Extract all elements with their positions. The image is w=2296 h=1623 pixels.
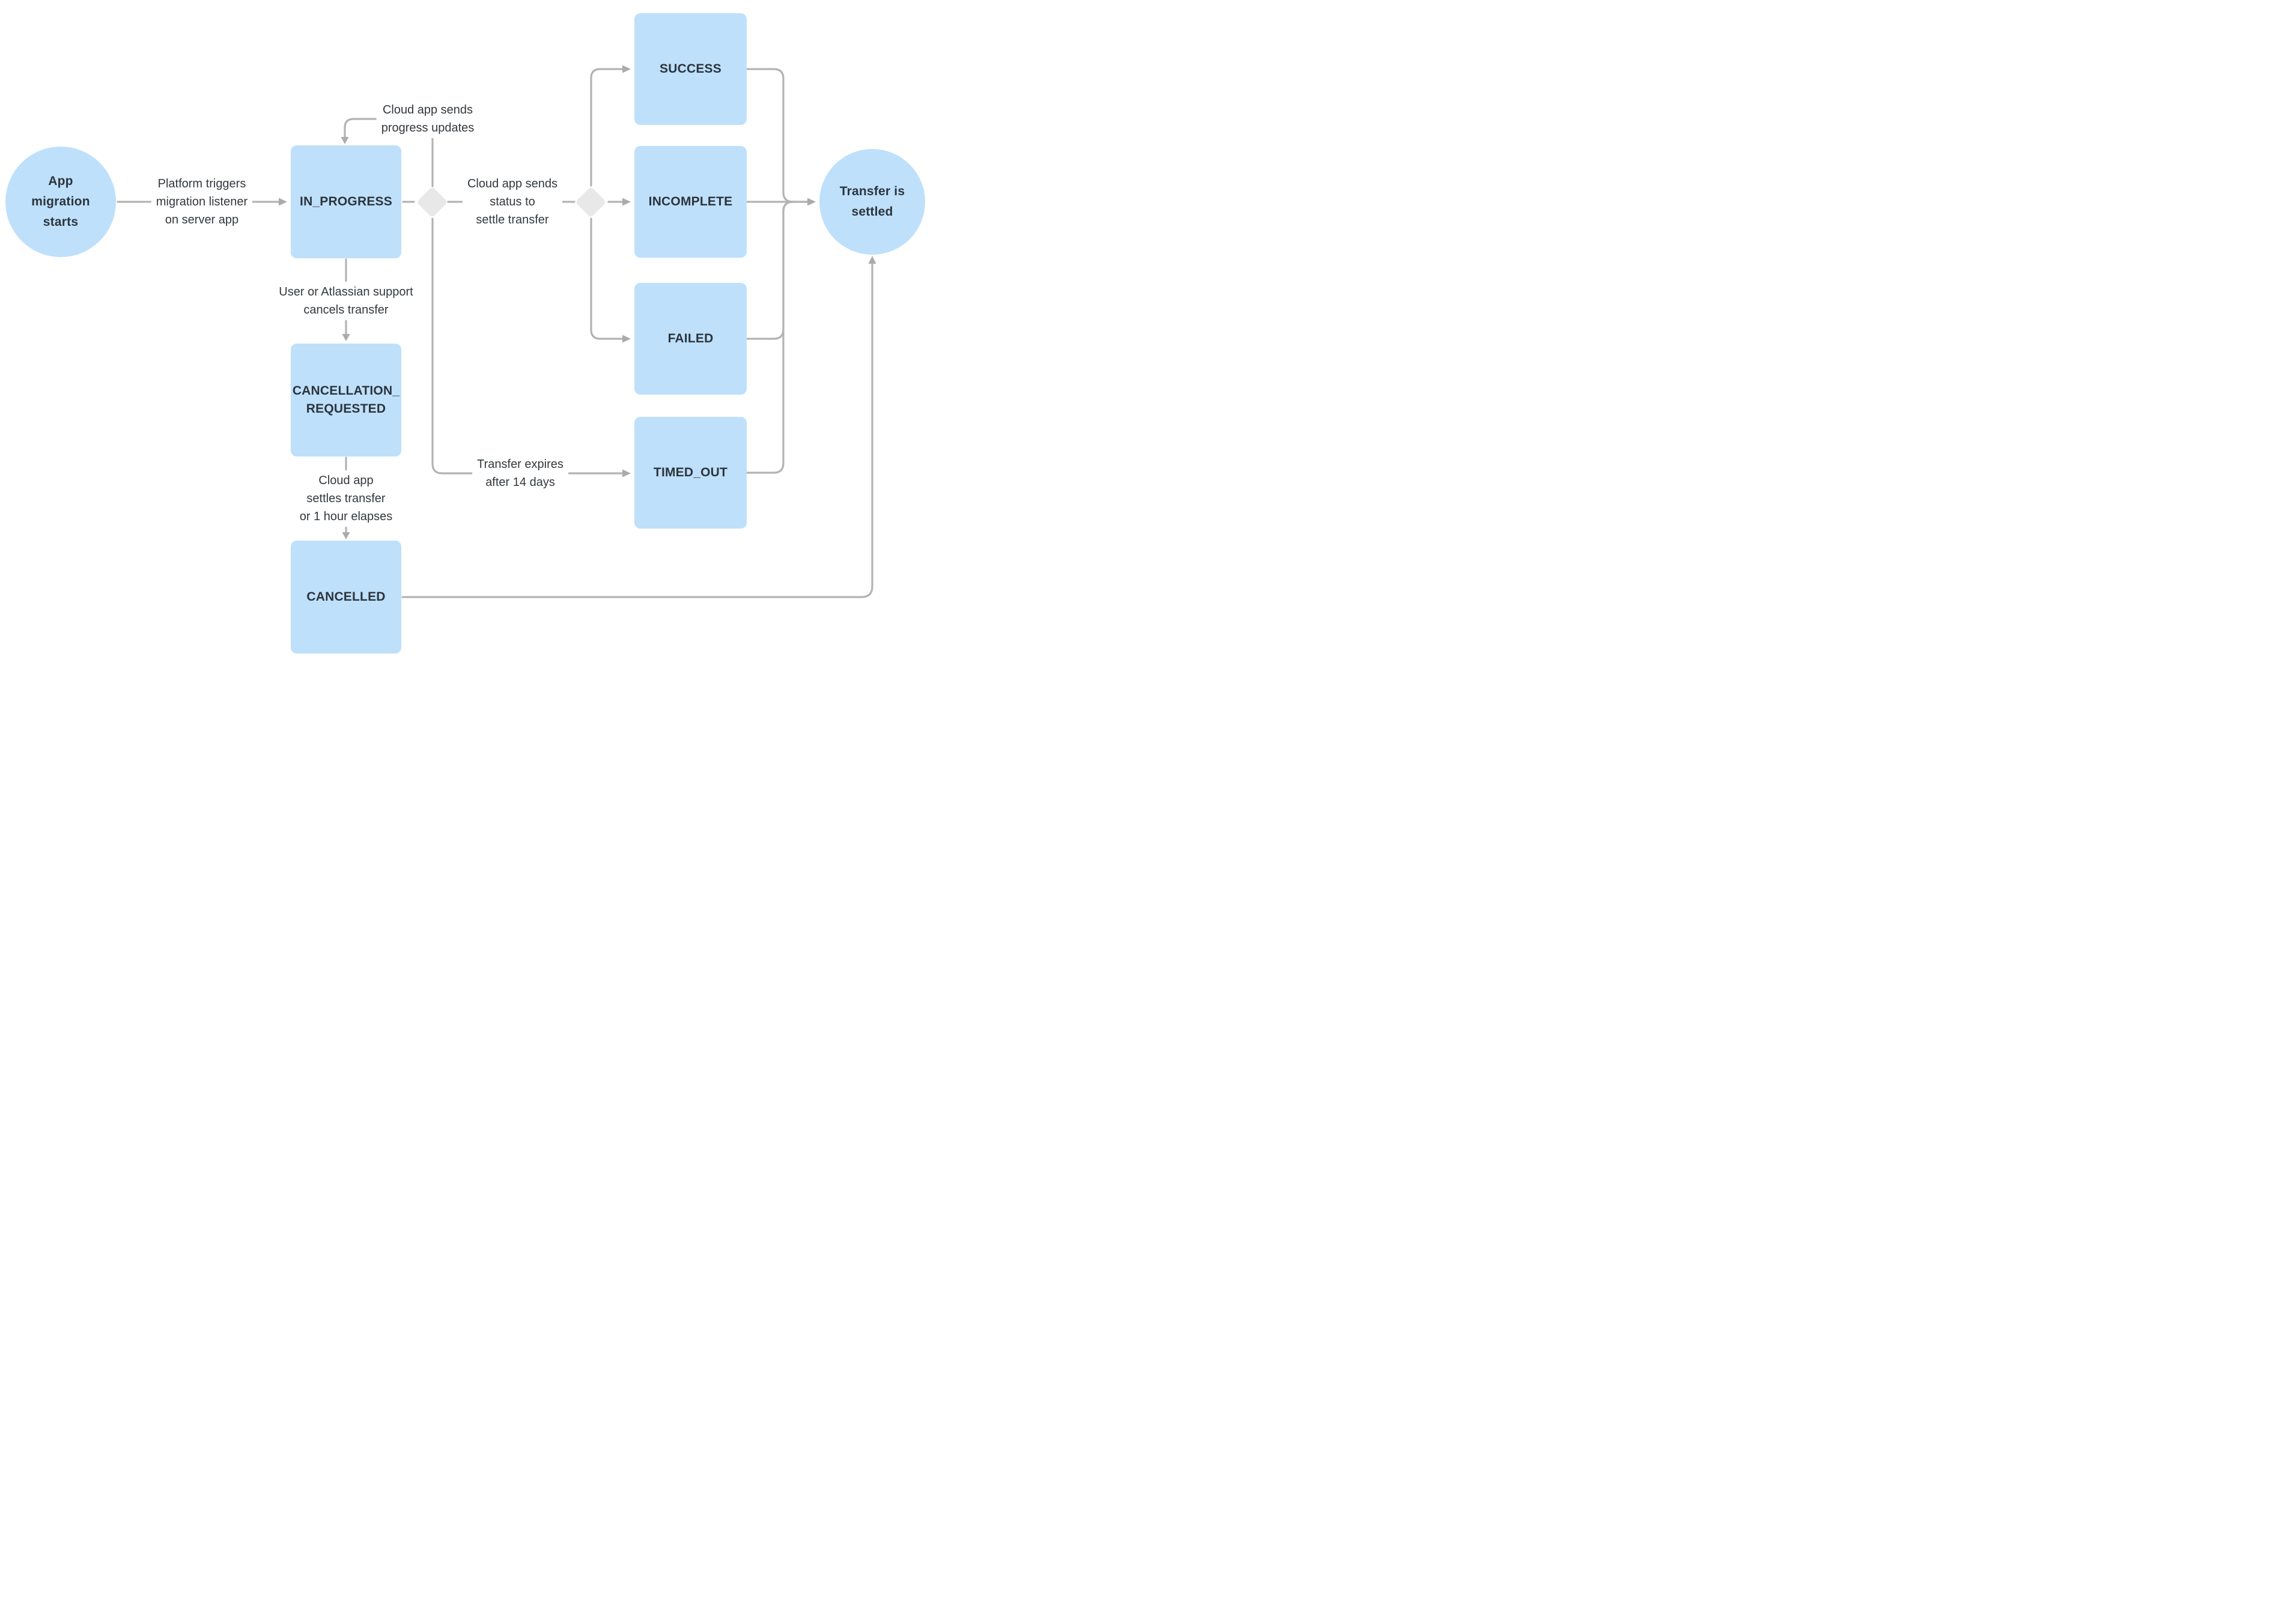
node-label-line: INCOMPLETE (648, 195, 733, 208)
edge-label-line: Cloud app sends (382, 103, 473, 117)
edge-label-line: or 1 hour elapses (299, 510, 393, 523)
edge-success-to-settled (746, 68, 809, 203)
edge-label-line: cancels transfer (303, 303, 389, 317)
node-label-line: settled (851, 205, 893, 219)
edge-decision-2-to-success (590, 68, 624, 187)
node-label-line: IN_PROGRESS (300, 195, 392, 208)
arrowhead-into-in-progress (279, 198, 287, 206)
state-incomplete: INCOMPLETE (634, 146, 747, 258)
edge-label-platform-triggers: Platform triggers migration listener on … (151, 174, 253, 230)
edge-label-progress-updates: Cloud app sends progress updates (376, 100, 479, 138)
edge-label-cancels-transfer: User or Atlassian support cancels transf… (274, 282, 418, 320)
edge-label-transfer-expires: Transfer expires after 14 days (472, 454, 568, 493)
node-label-line: REQUESTED (306, 402, 386, 416)
node-label-line: SUCCESS (660, 62, 721, 76)
edge-label-line: Cloud app (318, 474, 374, 487)
node-label-line: CANCELLED (306, 590, 386, 604)
edge-label-line: settles transfer (306, 492, 386, 505)
edge-label-line: Transfer expires (477, 458, 563, 471)
edge-decision-1-to-timed-out (431, 217, 624, 475)
arrowhead-into-incomplete (622, 198, 631, 206)
edge-label-line: after 14 days (485, 476, 555, 489)
edge-label-line: progress updates (381, 121, 475, 135)
state-success: SUCCESS (634, 13, 747, 125)
edge-label-line: Platform triggers (157, 177, 246, 190)
edge-timed-out-to-settled (746, 201, 794, 474)
node-label-line: FAILED (667, 332, 714, 345)
arrowhead-into-cancelled (342, 532, 350, 539)
node-label-line: App (48, 174, 73, 188)
node-label-line: starts (43, 215, 79, 229)
connector-lines (117, 65, 876, 598)
edge-failed-to-settled (746, 201, 794, 340)
arrowhead-into-timed-out (622, 469, 631, 478)
node-label-line: CANCELLATION_ (292, 384, 400, 398)
state-cancellation-requested: CANCELLATION_ REQUESTED (291, 344, 401, 457)
arrowhead-into-settled (807, 198, 816, 206)
edge-label-line: Cloud app sends (467, 177, 558, 190)
edge-label-status-settle: Cloud app sends status to settle transfe… (462, 174, 563, 230)
arrowhead-into-failed (622, 335, 631, 343)
edge-label-line: migration listener (156, 195, 248, 208)
edge-decision-2-to-failed (590, 217, 624, 340)
end-node-transfer-settled: Transfer is settled (819, 149, 925, 255)
state-timed-out: TIMED_OUT (634, 417, 747, 529)
node-label-line: TIMED_OUT (653, 466, 728, 479)
edge-label-settles-transfer: Cloud app settles transfer or 1 hour ela… (294, 470, 398, 527)
edge-label-line: on server app (165, 213, 239, 226)
state-failed: FAILED (634, 283, 747, 395)
arrowhead-into-success (622, 65, 631, 73)
edge-label-line: status to (490, 195, 535, 208)
arrowhead-into-settled-bottom (868, 256, 876, 264)
edge-label-line: settle transfer (476, 213, 549, 226)
edge-cancelled-to-settled (401, 262, 873, 598)
start-node-app-migration-starts: App migration starts (5, 147, 116, 257)
state-diagram: App migration starts IN_PROGRESS CANCELL… (0, 0, 931, 660)
state-in-progress: IN_PROGRESS (291, 145, 401, 258)
state-cancelled: CANCELLED (291, 541, 401, 654)
node-label-line: migration (31, 195, 90, 208)
edge-label-line: User or Atlassian support (279, 285, 413, 299)
node-label-line: Transfer is (839, 184, 905, 198)
arrowhead-into-cancellation (342, 334, 350, 341)
arrowhead-self-loop (341, 137, 349, 144)
